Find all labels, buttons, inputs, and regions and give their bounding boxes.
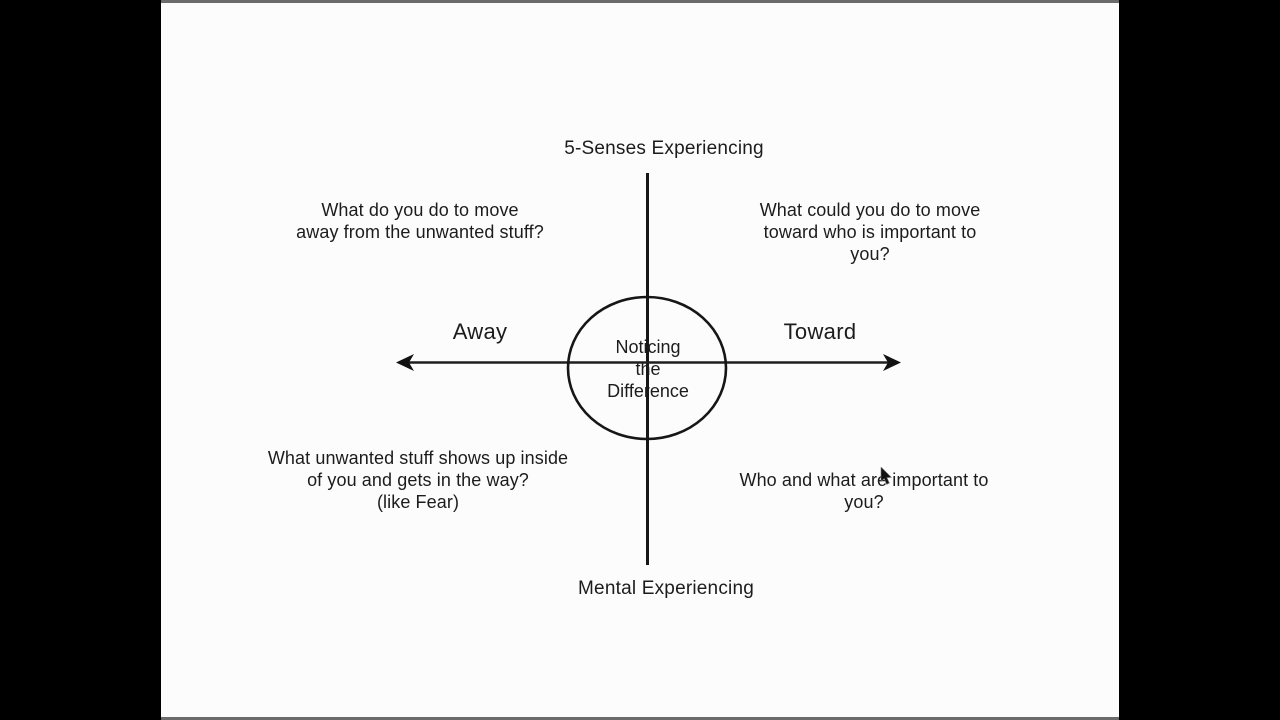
quadrant-top-right-text: What could you do to move toward who is … xyxy=(759,200,981,264)
mouse-pointer-icon xyxy=(880,467,893,485)
axes-graphic xyxy=(396,173,901,565)
quadrant-bottom-left-text: What unwanted stuff shows up inside of y… xyxy=(267,448,569,512)
quadrant-bottom-right-text: Who and what are important to you? xyxy=(739,470,989,512)
top-axis-label: 5-Senses Experiencing xyxy=(564,138,764,159)
away-axis-label: Away xyxy=(452,319,508,344)
noticing-circle-label: Noticing the Difference xyxy=(607,337,689,401)
right-arrowhead-icon xyxy=(883,354,901,371)
quadrant-top-left-text: What do you do to move away from the unw… xyxy=(296,200,544,242)
toward-axis-label: Toward xyxy=(783,319,857,344)
bottom-axis-label: Mental Experiencing xyxy=(578,578,754,599)
slide-canvas: 5-Senses Experiencing What do you do to … xyxy=(161,0,1119,720)
left-arrowhead-icon xyxy=(396,354,414,371)
noticing-circle xyxy=(566,295,728,441)
